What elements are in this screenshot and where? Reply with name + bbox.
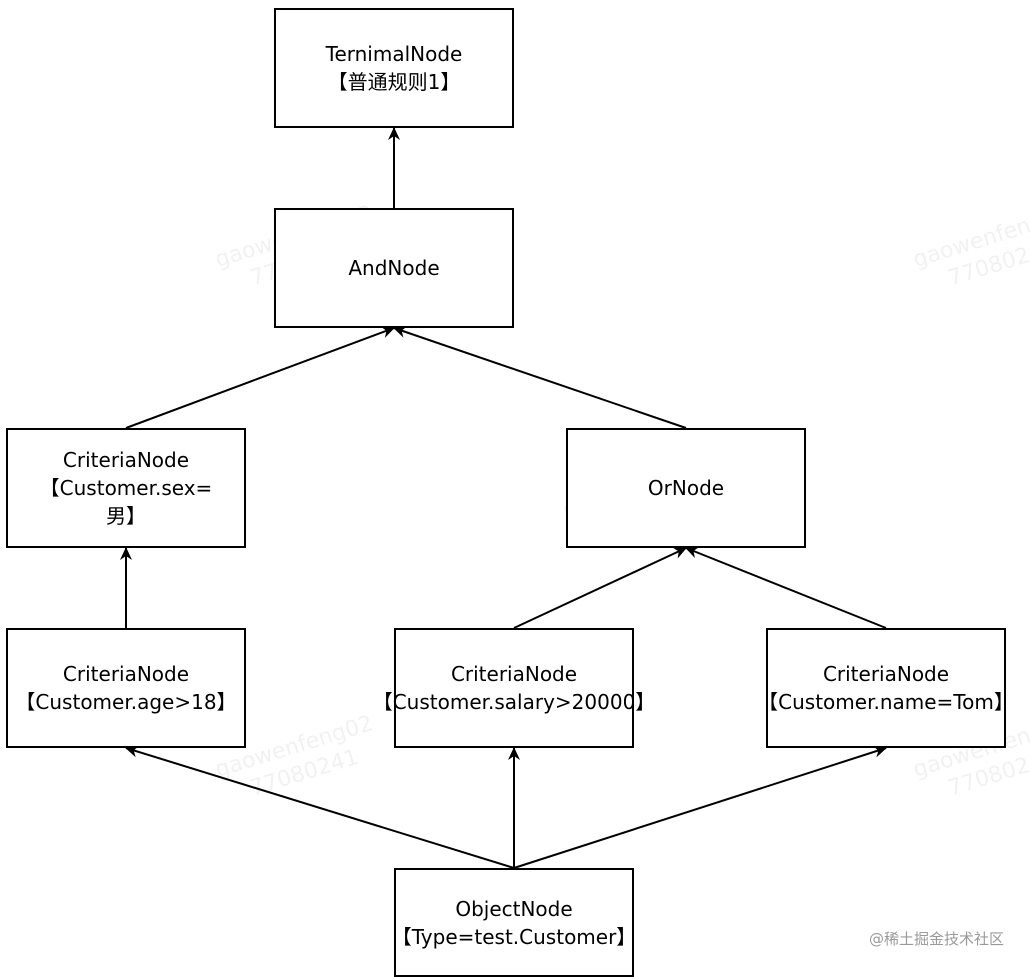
source-label: @稀土掘金技术社区 (868, 930, 1004, 948)
edge-arrow-object-to-criteria_age (125, 745, 515, 869)
edge-arrow-criteria_salary-to-or (513, 547, 687, 629)
node-label: 【Customer.sex= (39, 476, 213, 500)
node-label: 【Customer.name=Tom】 (758, 690, 1014, 714)
or-node: OrNode (566, 428, 806, 548)
node-label: 【普通规则1】 (327, 70, 461, 94)
node-label: CriteriaNode (450, 662, 578, 686)
criteria-node-name: CriteriaNode 【Customer.name=Tom】 (758, 628, 1014, 748)
node-label: 【Customer.age>18】 (15, 690, 237, 714)
object-node: ObjectNode 【Type=test.Customer】 (391, 868, 637, 977)
node-label: CriteriaNode (62, 448, 190, 472)
node-label: OrNode (647, 476, 725, 500)
node-label: ObjectNode (455, 896, 573, 921)
criteria-node-salary: CriteriaNode 【Customer.salary>20000】 (373, 628, 655, 748)
node-label: AndNode (348, 256, 440, 280)
terminal-node: TernimalNode 【普通规则1】 (274, 8, 514, 128)
and-node: AndNode (274, 208, 514, 328)
edge-arrow-object-to-criteria_name (513, 745, 887, 869)
node-label: CriteriaNode (822, 662, 950, 686)
node-label: 【Customer.salary>20000】 (372, 690, 656, 714)
edge-arrow-or-to-and (393, 326, 687, 429)
node-label: CriteriaNode (62, 662, 190, 686)
edge-arrow-criteria_sex-to-and (125, 326, 395, 429)
node-label: 【Type=test.Customer】 (391, 924, 637, 949)
edge-arrow-criteria_name-to-or (685, 546, 887, 629)
node-label: TernimalNode (325, 42, 463, 66)
criteria-node-age: CriteriaNode 【Customer.age>18】 (6, 628, 246, 748)
criteria-node-sex: CriteriaNode 【Customer.sex= 男】 (6, 428, 246, 548)
node-label: 男】 (105, 504, 146, 528)
